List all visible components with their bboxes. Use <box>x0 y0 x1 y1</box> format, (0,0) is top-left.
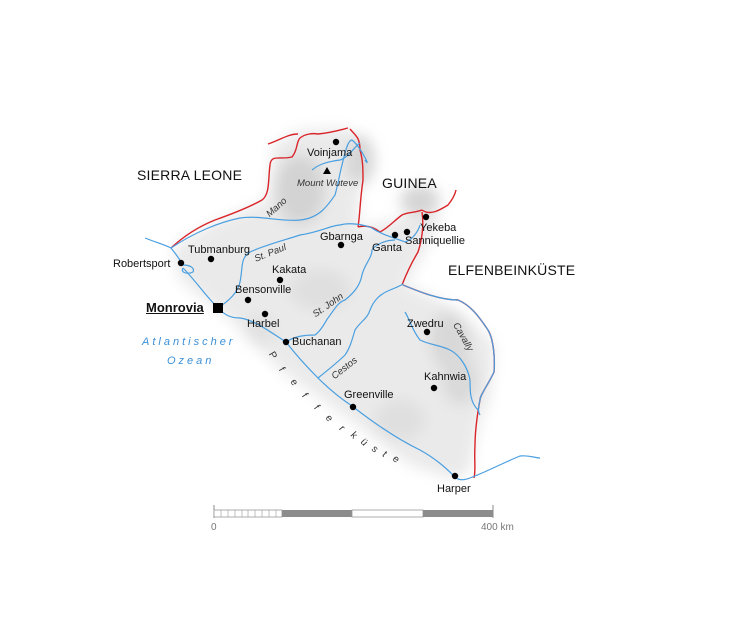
capital-label: Monrovia <box>146 300 204 315</box>
ocean-label-line1: Atlantischer <box>142 336 236 348</box>
city-label: Gbarnga <box>320 231 363 243</box>
ocean-label-line2: Ozean <box>167 355 215 367</box>
rivers <box>144 139 541 481</box>
city-label: Greenville <box>344 389 394 401</box>
country-label-guinea: GUINEA <box>382 175 437 191</box>
city-label: Buchanan <box>292 336 342 348</box>
scale-end-label: 400 km <box>481 522 514 533</box>
mountain-label: Mount Wuteve <box>297 178 359 189</box>
city-label: Voinjama <box>307 147 353 159</box>
city-label: Tubmanburg <box>188 244 250 256</box>
city-label: Harper <box>437 483 471 495</box>
city-label: Sanniquellie <box>405 235 465 247</box>
capital-marker <box>213 303 223 313</box>
mountain-icon <box>323 167 331 174</box>
city-label: Harbel <box>247 318 280 330</box>
city-label: Zwedru <box>407 318 444 330</box>
city-label: Bensonville <box>235 284 292 296</box>
city-markers <box>177 138 459 480</box>
city-label: Kakata <box>272 264 307 276</box>
scale-bar <box>213 505 494 518</box>
country-label-ivory-coast: ELFENBEINKÜSTE <box>448 262 576 278</box>
terrain-shading <box>172 128 495 480</box>
country-label-sierra-leone: SIERRA LEONE <box>137 167 243 183</box>
city-label: Ganta <box>372 242 402 254</box>
scale-start-label: 0 <box>211 522 217 533</box>
city-label: Yekeba <box>420 222 457 234</box>
city-label: Kahnwia <box>424 371 467 383</box>
city-label: Robertsport <box>113 258 171 270</box>
